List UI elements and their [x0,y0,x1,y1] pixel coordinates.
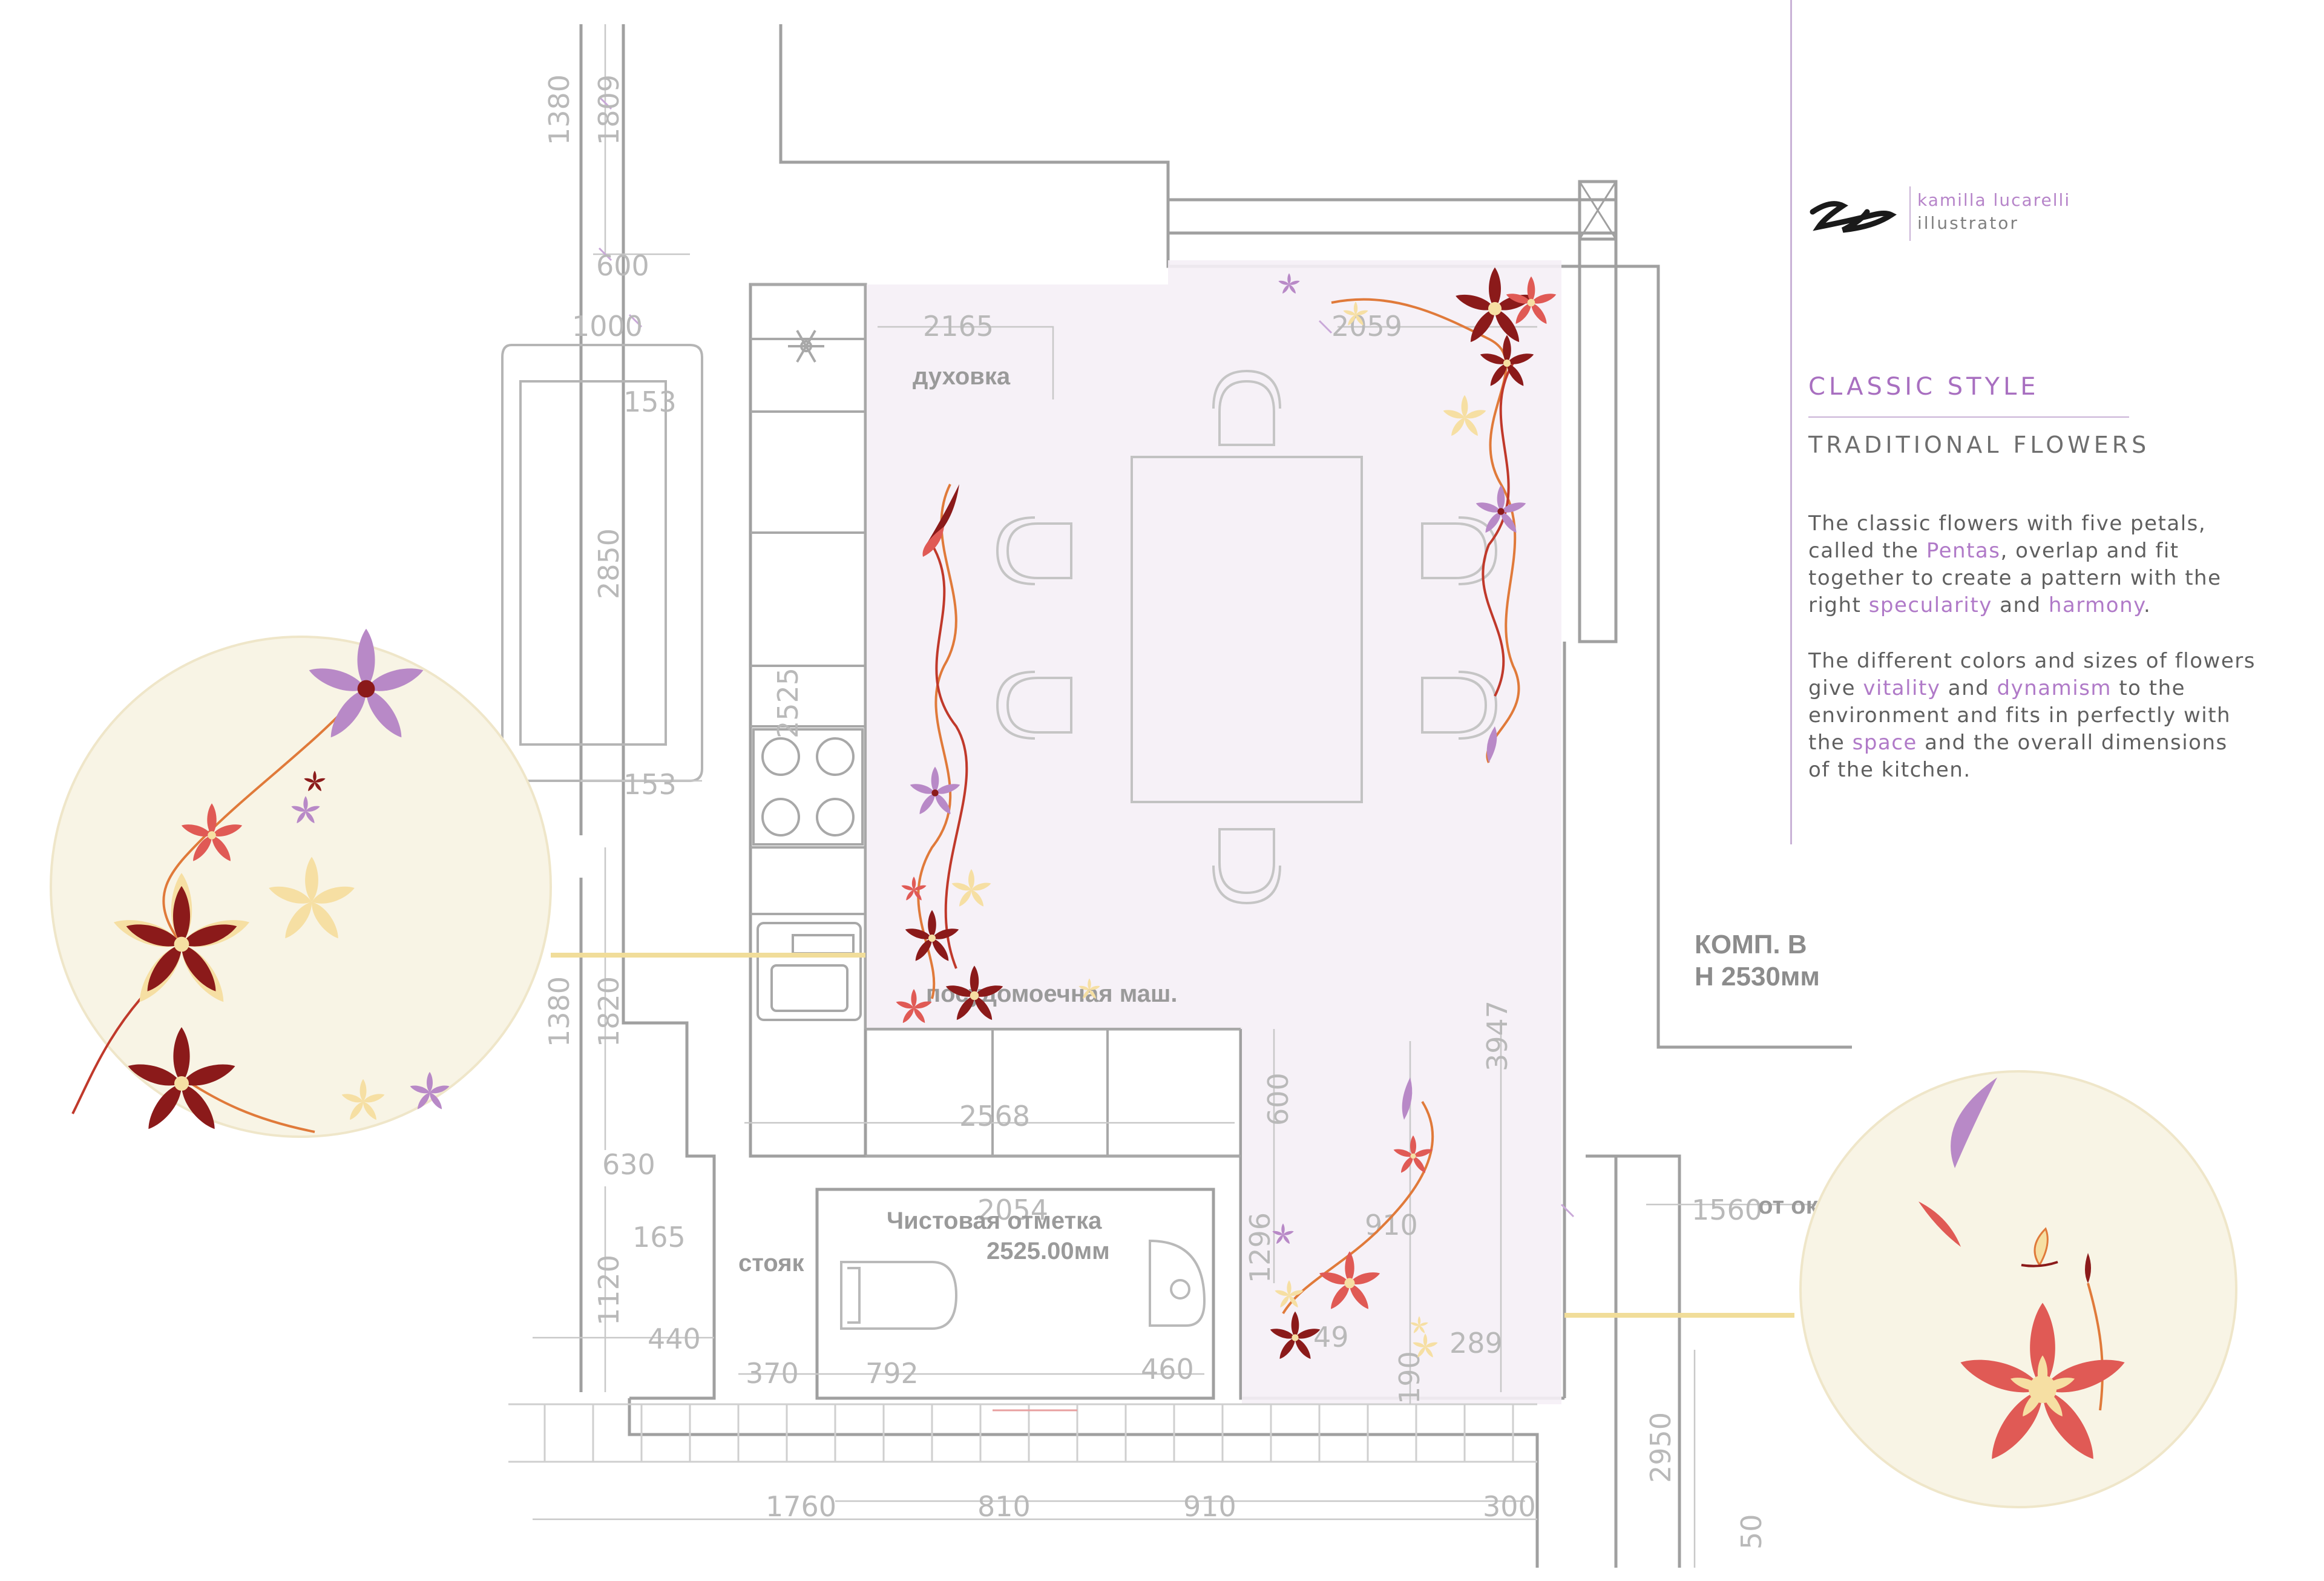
p2-highlight-vitality: vitality [1863,676,1941,700]
dim-600b: 600 [1262,1073,1295,1126]
p2-highlight-space: space [1852,731,1917,755]
floor-tiles [508,1403,1537,1463]
detail-circle-left [50,628,552,1138]
dim-3947: 3947 [1481,1001,1514,1071]
dim-440: 440 [648,1323,701,1355]
dim-1000: 1000 [572,310,643,343]
p1-highlight-specularity: specularity [1868,593,1992,617]
room-labels: духовка посудомоечная маш. Чистовая отме… [738,363,1846,1277]
dim-792: 792 [865,1357,919,1390]
dimension-ticks [598,96,1575,1412]
dim-1809: 1809 [592,74,625,145]
label-finish-level-1: Чистовая отметка [887,1208,1102,1234]
dim-1380: 1380 [543,74,576,145]
brand-separator [1909,186,1911,241]
dim-460: 460 [1141,1353,1194,1385]
dim-2165: 2165 [923,310,994,343]
walls [579,24,1852,1568]
dim-50: 50 [1735,1514,1768,1550]
p1-highlight-pentas: Pentas [1926,539,2001,563]
dining-table [996,370,1497,904]
title-rule [1808,416,2129,418]
panel-divider [1790,0,1792,844]
plan-flowers [895,267,1558,1361]
p1-text-2: , overlap and fit together to create a p… [1808,539,2222,617]
description-paragraph-2: The different colors and sizes of flower… [1808,648,2256,784]
dim-153a: 153 [623,386,677,418]
dim-1820: 1820 [592,976,625,1047]
p2-highlight-dynamism: dynamism [1997,676,2112,700]
dimension-lines [533,24,1816,1568]
p2-text-4: and the overall dimensions of the kitche… [1808,731,2228,782]
dim-370: 370 [746,1357,799,1390]
bathroom [840,1239,1206,1330]
dim-49: 49 [1313,1321,1349,1353]
dim-1760: 1760 [766,1490,836,1523]
dim-810: 810 [977,1490,1031,1523]
dim-2568: 2568 [959,1100,1030,1132]
detail-circle-right [1799,1070,2237,1508]
dimension-labels: 1809 1380 600 1000 153 2850 153 2525 182… [543,74,1768,1550]
brand-role: illustrator [1917,213,2019,233]
dim-910a: 910 [1183,1490,1236,1523]
label-room-2: Н 2530мм [1695,962,1820,991]
brand-name: kamilla lucarelli [1917,190,2071,210]
label-finish-level-2: 2525.00мм [986,1238,1110,1264]
dim-2850: 2850 [592,528,625,599]
dim-165: 165 [632,1221,686,1254]
panel-title: CLASSIC STYLE [1808,373,2040,401]
dim-300: 300 [1483,1490,1536,1523]
p2-text-3: to the environment and fits in perfectly… [1808,676,2231,755]
connector-lines [551,953,1794,1318]
p1-highlight-harmony: harmony [2048,593,2144,617]
description-paragraph-1: The classic flowers with five petals, ca… [1808,510,2256,619]
dim-2054: 2054 [977,1194,1048,1226]
label-riser: стояк [738,1250,805,1277]
dim-2059: 2059 [1331,310,1402,343]
dim-1120: 1120 [592,1255,625,1326]
dim-1560: 1560 [1692,1194,1762,1226]
p1-text-4: . [2143,593,2152,617]
dim-1380b: 1380 [543,976,576,1047]
panel-subtitle: TRADITIONAL FLOWERS [1808,432,2150,458]
dim-630: 630 [602,1148,655,1181]
p1-text-3: and [1992,593,2049,617]
p1-text-1: The classic flowers with five petals, ca… [1808,511,2207,563]
label-oven: духовка [913,363,1011,390]
kitchen-units [750,283,1241,1157]
dim-2525: 2525 [772,668,804,738]
dim-153b: 153 [623,768,677,801]
kitchen-floor-area [865,260,1561,1404]
signature-logo-icon [1810,201,1897,233]
dim-1296: 1296 [1244,1212,1276,1283]
snowflake-icon [788,330,824,363]
p2-text-1: The different colors and sizes of flower… [1808,649,2256,700]
label-room-1: КОМП. В [1695,930,1807,959]
dim-600a: 600 [596,249,649,282]
dim-289: 289 [1449,1327,1503,1359]
dim-190: 190 [1393,1351,1426,1404]
flower-vines [917,298,1520,1315]
dim-2950: 2950 [1644,1412,1677,1483]
p2-text-2: and [1940,676,1997,700]
